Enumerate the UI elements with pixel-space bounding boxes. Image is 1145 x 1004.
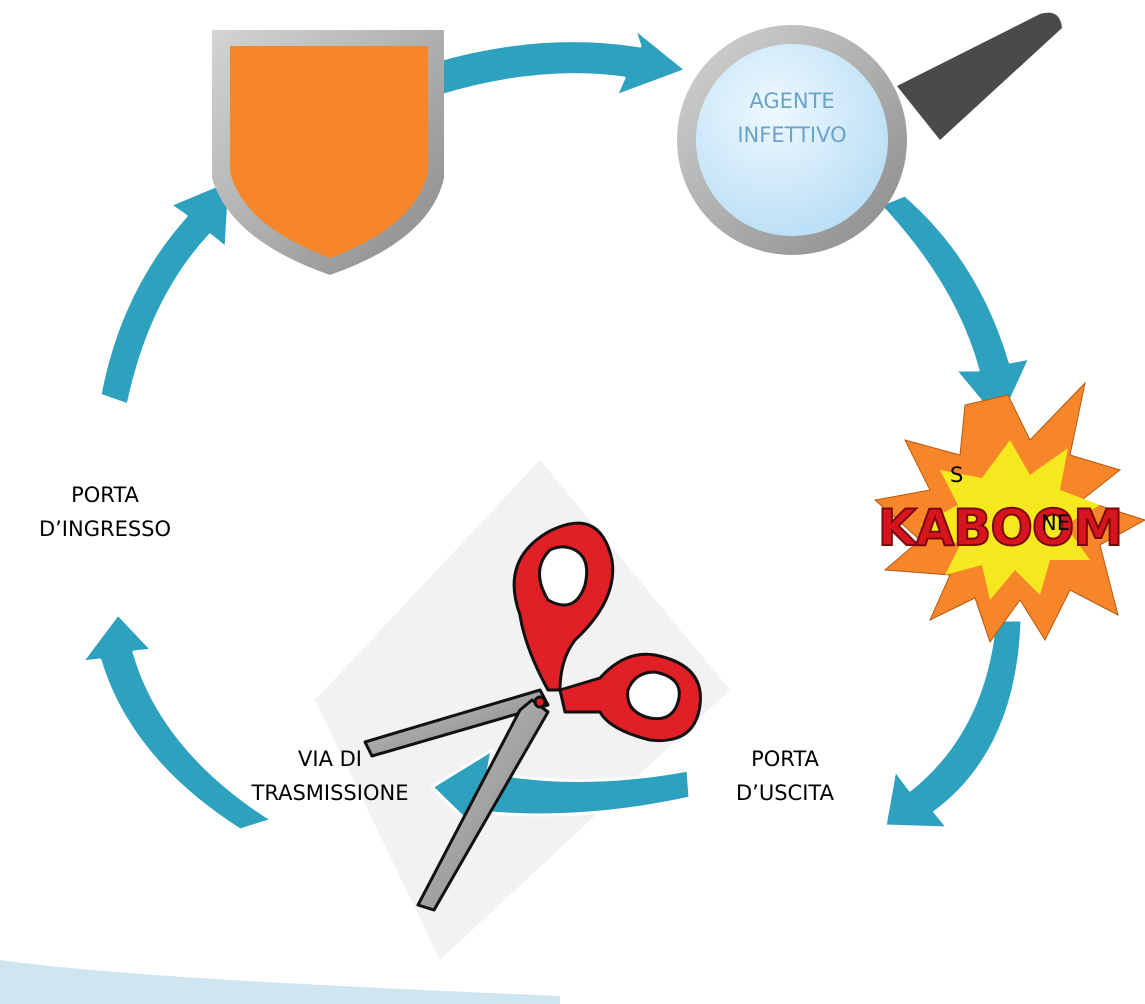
- magnifier-icon: [677, 12, 1062, 255]
- corner-decoration: [0, 960, 560, 1004]
- arrow-right-lower: [883, 618, 1024, 830]
- node-agente-infettivo: AGENTE INFETTIVO: [737, 89, 847, 147]
- shield-icon: [212, 30, 444, 275]
- arrow-top: [430, 26, 688, 98]
- kaboom-text: KABOOM: [878, 499, 1122, 557]
- node-porta-ingresso: PORTA D’INGRESSO: [38, 483, 172, 541]
- arrow-left-lower: [80, 612, 274, 832]
- arrow-bottom: [430, 748, 692, 834]
- node-porta-uscita: PORTA D’USCITA: [736, 747, 834, 805]
- explosion-icon: KABOOM: [873, 381, 1145, 644]
- node-serbatoio-partial: S NE: [950, 463, 1070, 535]
- arrow-right-upper: [878, 193, 1032, 426]
- arrow-left-upper: [98, 178, 232, 407]
- node-via-trasmissione: VIA DI TRASMISSIONE: [251, 747, 409, 805]
- scissors-icon: [363, 521, 702, 912]
